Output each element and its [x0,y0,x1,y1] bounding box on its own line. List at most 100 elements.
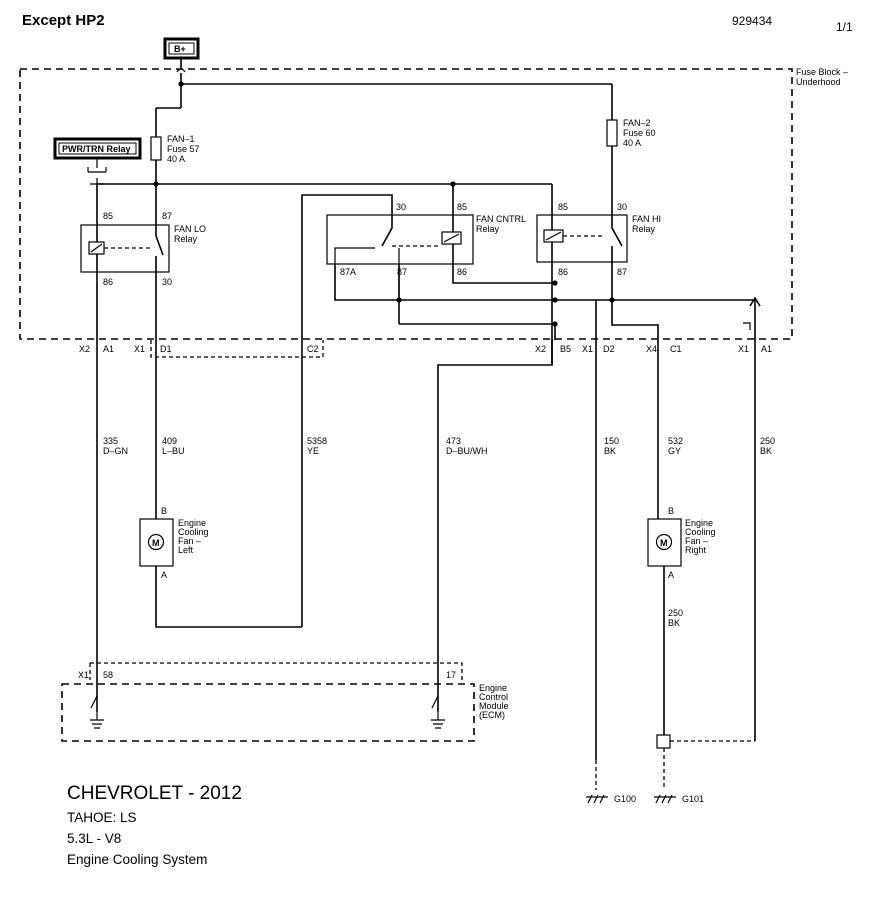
wire-250-color: BK [760,446,772,456]
ground-g101-icon [654,794,676,804]
motor-right-symbol: M [660,538,668,548]
fan-1-fuse-number: Fuse 57 [167,144,200,154]
ground-g100-icon [586,794,608,804]
connector-x2-a1: X2 [79,344,90,354]
ecm-connector-outline [90,662,463,680]
motor-right-label-2: Cooling [685,527,716,537]
fan-hi-relay-label: FAN HI [632,214,661,224]
motor-left-label-4: Left [178,545,194,555]
fuse-block-outline [19,68,793,340]
wire-250-lower-number: 250 [668,608,683,618]
fan-cntrl-pin-86: 86 [457,267,467,277]
b-plus-source: B+ [163,37,200,60]
pwr-trn-relay-label: PWR/TRN Relay [62,144,131,154]
pin-d2: D2 [603,344,615,354]
wire-409-color: L–BU [162,446,185,456]
pin-d1: D1 [160,344,172,354]
ecm-connector-x1: X1 [78,670,89,680]
ground-g100-label: G100 [614,794,636,804]
fan-lo-pin-85: 85 [103,211,113,221]
ecm-label-3: Module [479,701,509,711]
fan-lo-relay-label-2: Relay [174,234,198,244]
wire-250-number: 250 [760,436,775,446]
pin-a1-right: A1 [761,344,772,354]
wire-250-lower-color: BK [668,618,680,628]
motor-left-label-1: Engine [178,518,206,528]
wire-473 [437,339,553,712]
connector-c2: C2 [307,344,319,354]
fan-cntrl-relay-label: FAN CNTRL [476,214,526,224]
ecm-label-1: Engine [479,683,507,693]
wire-409-number: 409 [162,436,177,446]
wire-5358-color: YE [307,446,319,456]
ecm-pin-58: 58 [103,670,113,680]
fan-2-fuse-label: FAN–2 [623,118,651,128]
connector-x2-b5: X2 [535,344,546,354]
connector-x4-c1: X4 [646,344,657,354]
fan-hi-relay-label-2: Relay [632,224,656,234]
motor-right-label-1: Engine [685,518,713,528]
diagram-number: 929434 [732,14,772,28]
fan-cntrl-pin-87: 87 [397,267,407,277]
pin-b5: B5 [560,344,571,354]
c2-connector-outline [150,340,324,358]
fan-lo-relay-label: FAN LO [174,224,206,234]
vehicle-make-year: CHEVROLET - 2012 [67,783,242,804]
fan-2-fuse-rating: 40 A [623,138,641,148]
fan-2-fuse-number: Fuse 60 [623,128,656,138]
fan-hi-pin-86: 86 [558,267,568,277]
fan-1-fuse [150,136,162,161]
ecm-label-4: (ECM) [479,710,505,720]
motor-right-icon [655,533,673,551]
wire-335-color: D–GN [103,446,128,456]
motor-left-pin-a: A [161,570,167,580]
motor-left-label-2: Cooling [178,527,209,537]
ground-g101-label: G101 [682,794,704,804]
fan-cntrl-pin-87a: 87A [340,267,356,277]
motor-left-symbol: M [152,538,160,548]
pwr-trn-relay: PWR/TRN Relay [53,137,142,160]
vehicle-system: Engine Cooling System [67,852,207,867]
fan-2-fuse [606,119,618,147]
wire-335-number: 335 [103,436,118,446]
motor-right-pin-b: B [668,506,674,516]
wire-5358-number: 5358 [307,436,327,446]
ecm-ground-left-icon [90,712,104,729]
ecm-label-2: Control [479,692,508,702]
ecm-pin-17: 17 [446,670,456,680]
fan-hi-pin-85: 85 [558,202,568,212]
fan-hi-pin-30: 30 [617,202,627,212]
connector-x1-a1: X1 [738,344,749,354]
wire-150-color: BK [604,446,616,456]
ecm-outline [61,683,475,742]
vehicle-model: TAHOE: LS [67,810,137,825]
wire-532-color: GY [668,446,681,456]
motor-left-label-3: Fan – [178,536,201,546]
g101-splice-block [656,734,671,749]
fan-cntrl-pin-85: 85 [457,202,467,212]
connector-x1-d1: X1 [134,344,145,354]
fan-lo-pin-87: 87 [162,211,172,221]
fan-1-fuse-rating: 40 A [167,154,185,164]
fan-lo-pin-86: 86 [103,277,113,287]
motor-right-label-3: Fan – [685,536,708,546]
fuse-block-label-2: Underhood [796,77,841,87]
motor-right-label-4: Right [685,545,707,555]
fan-1-fuse-label: FAN–1 [167,134,195,144]
fan-cntrl-pin-30: 30 [396,202,406,212]
connector-x1-d2: X1 [582,344,593,354]
wire-150-number: 150 [604,436,619,446]
wire-473-number: 473 [446,436,461,446]
pin-a1: A1 [103,344,114,354]
fuse-block-label-1: Fuse Block – [796,67,848,77]
ecm-ground-right-icon [431,712,445,729]
b-plus-label: B+ [174,44,186,54]
motor-left-pin-b: B [161,506,167,516]
fan-hi-pin-87: 87 [617,267,627,277]
wire-532-number: 532 [668,436,683,446]
fan-cntrl-relay-label-2: Relay [476,224,500,234]
diagram-variant-label: Except HP2 [22,12,105,29]
page-number: 1/1 [836,20,853,34]
vehicle-engine: 5.3L - V8 [67,831,121,846]
